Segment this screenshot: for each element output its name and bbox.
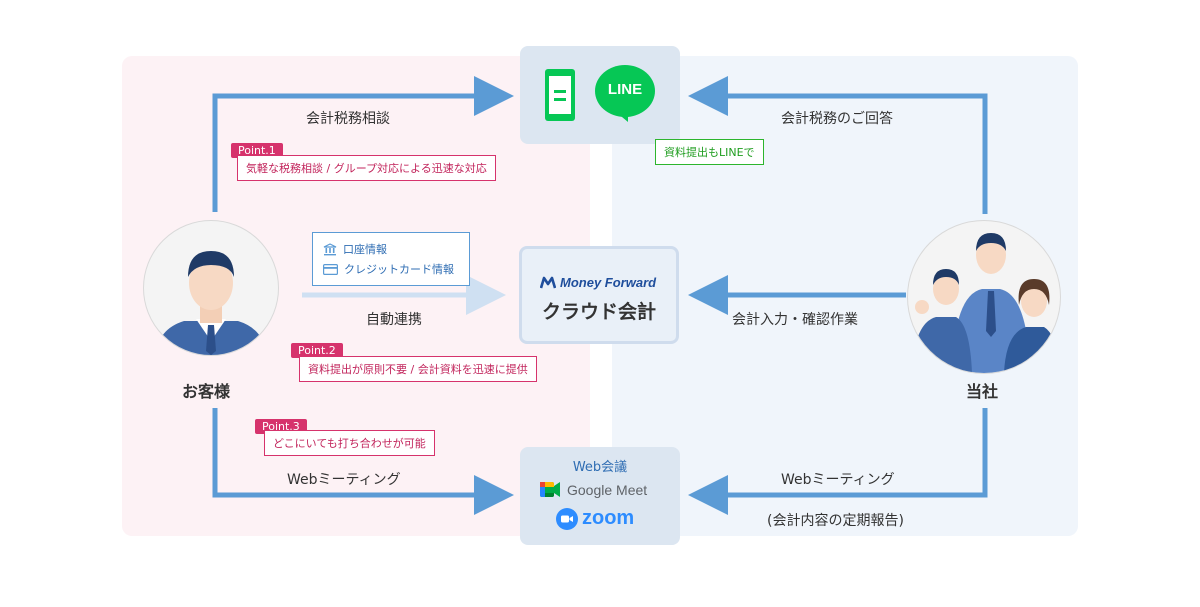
line-note-box: 資料提出もLINEで bbox=[655, 139, 764, 165]
customer-label: お客様 bbox=[182, 382, 231, 401]
arrow-company-to-meeting bbox=[688, 408, 988, 515]
web-meeting-card: Web会議 Google Meet zoom bbox=[520, 447, 680, 545]
point-3-box: どこにいても打ち合わせが可能 bbox=[264, 430, 435, 456]
businessman-icon bbox=[156, 251, 266, 355]
google-meet-logo: Google Meet bbox=[539, 481, 647, 498]
line-logo-icon: LINE bbox=[594, 64, 656, 124]
zoom-icon bbox=[556, 507, 578, 530]
zoom-logo: zoom bbox=[556, 507, 634, 530]
linked-info-box: 口座情報 クレジットカード情報 bbox=[312, 232, 470, 286]
linked-info-bank: 口座情報 bbox=[323, 239, 459, 259]
arrow-company-to-line bbox=[688, 76, 988, 214]
linked-info-bank-label: 口座情報 bbox=[343, 243, 387, 256]
customer-avatar bbox=[143, 220, 279, 356]
line-card: LINE bbox=[520, 46, 680, 144]
money-forward-card: Money Forward クラウド会計 bbox=[519, 246, 679, 344]
google-meet-icon bbox=[540, 482, 560, 497]
web-meeting-title: Web会議 bbox=[572, 460, 628, 475]
edge-label-web-meeting-left: Webミーティング bbox=[287, 472, 401, 488]
edge-label-input-check: 会計入力・確認作業 bbox=[732, 312, 858, 328]
line-logo-text: LINE bbox=[607, 81, 643, 98]
point-2-box: 資料提出が原則不要 / 会計資料を迅速に提供 bbox=[299, 356, 537, 382]
money-forward-brand: Money Forward bbox=[560, 275, 657, 290]
company-label: 当社 bbox=[966, 382, 999, 401]
money-forward-mark-icon bbox=[540, 276, 556, 288]
linked-info-card-label: クレジットカード情報 bbox=[344, 263, 454, 276]
edge-label-tax-reply: 会計税務のご回答 bbox=[781, 111, 893, 127]
google-meet-label: Google Meet bbox=[567, 481, 648, 498]
arrow-customer-to-line bbox=[212, 76, 514, 212]
company-avatar bbox=[907, 220, 1061, 374]
edge-label-web-meeting-right: Webミーティング bbox=[781, 472, 895, 488]
edge-label-tax-consult: 会計税務相談 bbox=[306, 111, 390, 127]
zoom-label: zoom bbox=[582, 507, 635, 529]
point-1-tag: Point.1 bbox=[231, 143, 283, 158]
bank-icon bbox=[323, 242, 337, 255]
money-forward-logo: Money Forward bbox=[540, 275, 656, 290]
linked-info-card: クレジットカード情報 bbox=[323, 259, 459, 279]
smartphone-icon bbox=[544, 68, 576, 122]
team-icon bbox=[912, 233, 1058, 373]
arrow-customer-to-meeting bbox=[212, 408, 514, 515]
mf-product-name: クラウド会計 bbox=[541, 301, 656, 323]
point-1-box: 気軽な税務相談 / グループ対応による迅速な対応 bbox=[237, 155, 496, 181]
edge-label-auto-link: 自動連携 bbox=[366, 312, 422, 328]
point-2-tag: Point.2 bbox=[291, 343, 343, 358]
edge-label-web-meeting-right-sub: (会計内容の定期報告) bbox=[767, 513, 904, 529]
credit-card-icon bbox=[323, 263, 338, 275]
